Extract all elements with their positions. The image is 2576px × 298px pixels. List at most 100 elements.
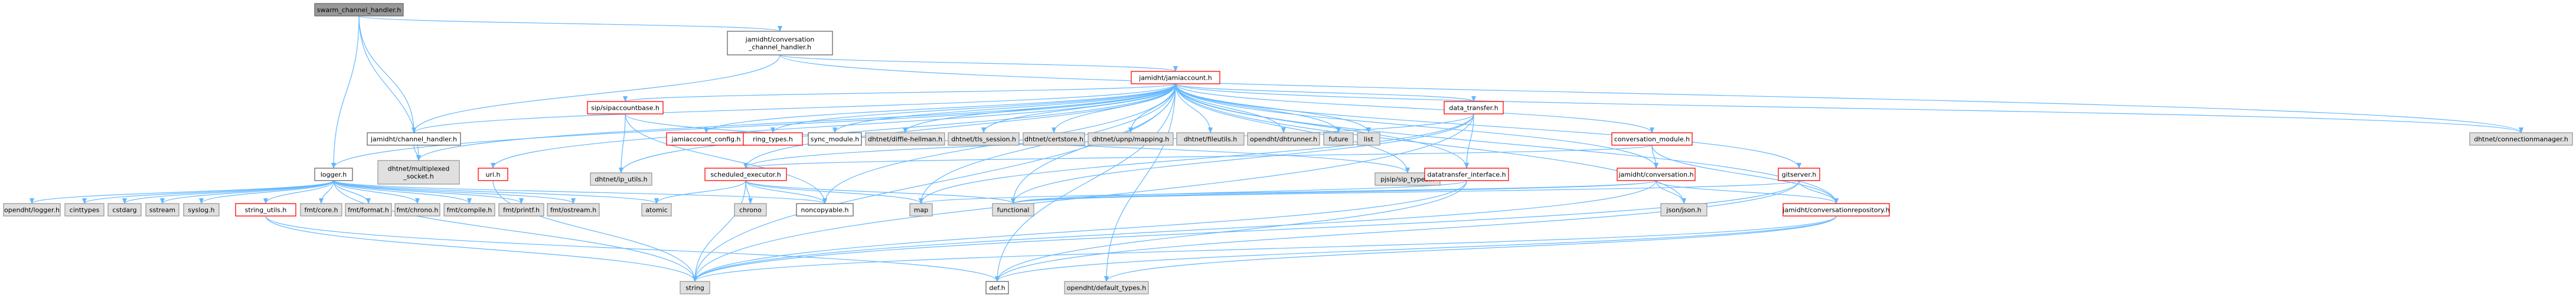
node-label: functional — [997, 207, 1030, 214]
node-label: opendht/dhtrunner.h — [1250, 136, 1317, 143]
node-conv[interactable]: jamidht/conversation.h — [1617, 168, 1696, 181]
node-sched[interactable]: scheduled_executor.h — [704, 168, 787, 181]
edge-jamiacc-to-jaccfg — [704, 83, 1176, 133]
node-label: chrono — [739, 207, 762, 214]
node-convrepo[interactable]: jamidht/conversationrepository.h — [1782, 203, 1890, 217]
edge-jamiacc-to-multisock — [416, 83, 1176, 161]
edge-convmod-to-sched — [743, 145, 1653, 169]
node-convch[interactable]: jamidht/conversation_channel_handler.h — [727, 31, 833, 55]
node-box — [1023, 132, 1085, 146]
node-label: jamiaccount_config.h — [671, 136, 740, 143]
node-box — [743, 132, 803, 146]
node-label: opendht/logger.h — [4, 207, 60, 214]
node-fmtprintf: fmt/printf.h — [498, 203, 544, 217]
edge-conv-to-convrepo — [1656, 180, 1839, 204]
node-convmod[interactable]: conversation_module.h — [1611, 132, 1693, 146]
node-box — [394, 203, 440, 217]
node-label: jamidht/jamiaccount.h — [1138, 74, 1212, 82]
edge-logger-to-cstdarg — [122, 180, 334, 204]
node-noncopy[interactable]: noncopyable.h — [796, 203, 854, 217]
edge-convch-to-connmgr — [779, 54, 2523, 133]
node-box — [734, 203, 767, 217]
node-upnp: dhtnet/upnp/mapping.h — [1088, 132, 1174, 146]
edge-jamiacc-to-chanh — [412, 83, 1176, 133]
node-label: sync_module.h — [811, 136, 859, 143]
node-sipacc[interactable]: sip/sipaccountbase.h — [587, 101, 664, 114]
node-label: def.h — [989, 284, 1005, 292]
node-box — [1357, 132, 1380, 146]
edge-jamiacc-to-iputils — [619, 83, 1176, 173]
edge-convch-to-chanh — [412, 54, 781, 133]
node-defh[interactable]: def.h — [985, 281, 1009, 294]
node-label: sip/sipaccountbase.h — [591, 104, 659, 112]
edge-logger-to-string — [333, 180, 697, 282]
node-label: dhtnet/diffie-hellman.h — [868, 136, 942, 143]
node-dtiface[interactable]: datatransfer_interface.h — [1424, 168, 1509, 181]
node-fileutils: dhtnet/fileutils.h — [1176, 132, 1245, 146]
edge-sched-to-functional — [745, 180, 1016, 204]
node-label: fmt/compile.h — [447, 207, 492, 214]
node-list: list — [1357, 132, 1380, 146]
edge-sipacc-to-noncopy — [625, 113, 827, 204]
node-box — [992, 203, 1034, 217]
node-label: opendht/default_types.h — [1067, 284, 1146, 292]
node-box — [2469, 132, 2573, 146]
node-connmgr: dhtnet/connectionmanager.h — [2469, 132, 2573, 146]
node-label: jamidht/conversation.h — [1618, 171, 1693, 179]
node-box — [1660, 203, 1707, 217]
edge-convmod-to-convrepo — [1651, 145, 1839, 204]
node-syncmod[interactable]: sync_module.h — [808, 132, 862, 146]
node-label: logger.h — [321, 171, 347, 179]
edge-logger-to-odlogger — [30, 180, 334, 204]
node-fmtostream: fmt/ostream.h — [547, 203, 600, 217]
edge-sched-to-map — [745, 180, 923, 204]
node-label: sstream — [149, 207, 175, 214]
node-box — [1247, 132, 1320, 146]
edge-dtiface-to-functional — [1011, 180, 1467, 204]
edge-jamiacc-to-future — [1175, 83, 1341, 133]
node-jamiacc[interactable]: jamidht/jamiaccount.h — [1131, 71, 1220, 84]
edge-jamiacc-to-pjsip — [1175, 83, 1410, 173]
node-dtransfer[interactable]: data_transfer.h — [1444, 101, 1504, 114]
edge-jamiacc-to-fileutils — [1175, 83, 1213, 133]
node-strutils[interactable]: string_utils.h — [235, 203, 296, 217]
node-box — [587, 101, 664, 114]
edge-logger-to-syslog — [199, 180, 334, 204]
node-label: swarm_channel_handler.h — [317, 6, 401, 14]
node-box — [1778, 168, 1820, 181]
node-fmtcompile: fmt/compile.h — [443, 203, 495, 217]
edge-root-to-chanh — [358, 15, 416, 133]
node-label: jamidht/conversation — [745, 36, 815, 44]
edge-gitserver-to-functional — [1011, 180, 1800, 204]
node-label: string_utils.h — [245, 207, 287, 214]
node-box — [1088, 132, 1174, 146]
edge-logger-to-fmtcore — [319, 180, 334, 204]
node-box — [235, 203, 296, 217]
node-label: json/json.h — [1666, 207, 1701, 214]
node-fmtcore: fmt/core.h — [300, 203, 342, 217]
node-box — [547, 203, 600, 217]
dependency-nodes: swarm_channel_handler.h logger.h jamidht/c… — [3, 3, 2573, 294]
node-jsoncpp: json/json.h — [1660, 203, 1707, 217]
edge-jamiacc-to-certstore — [1052, 83, 1176, 133]
node-label: fmt/core.h — [305, 207, 338, 214]
node-logger[interactable]: logger.h — [314, 168, 353, 181]
node-chanh[interactable]: jamidht/channel_handler.h — [367, 132, 461, 146]
node-box — [443, 203, 495, 217]
node-jaccfg[interactable]: jamiaccount_config.h — [666, 132, 746, 146]
edge-convch-to-jamiacc — [779, 54, 1178, 72]
edge-conv-to-jsoncpp — [1656, 180, 1686, 204]
edge-jamiacc-to-gitserver — [1175, 83, 1801, 169]
node-box — [1323, 132, 1354, 146]
node-label: fmt/format.h — [348, 207, 389, 214]
node-odlogger: opendht/logger.h — [3, 203, 61, 217]
node-label: cinttypes — [70, 207, 100, 214]
node-dhe: dhtnet/diffie-hellman.h — [865, 132, 945, 146]
node-root[interactable]: swarm_channel_handler.h — [314, 3, 404, 17]
node-box — [314, 168, 353, 181]
node-ring[interactable]: ring_types.h — [743, 132, 803, 146]
edge-logger-to-sstream — [160, 180, 334, 204]
node-gitserver[interactable]: gitserver.h — [1778, 168, 1820, 181]
node-uri[interactable]: uri.h — [478, 168, 508, 181]
node-dhtrun: opendht/dhtrunner.h — [1247, 132, 1320, 146]
